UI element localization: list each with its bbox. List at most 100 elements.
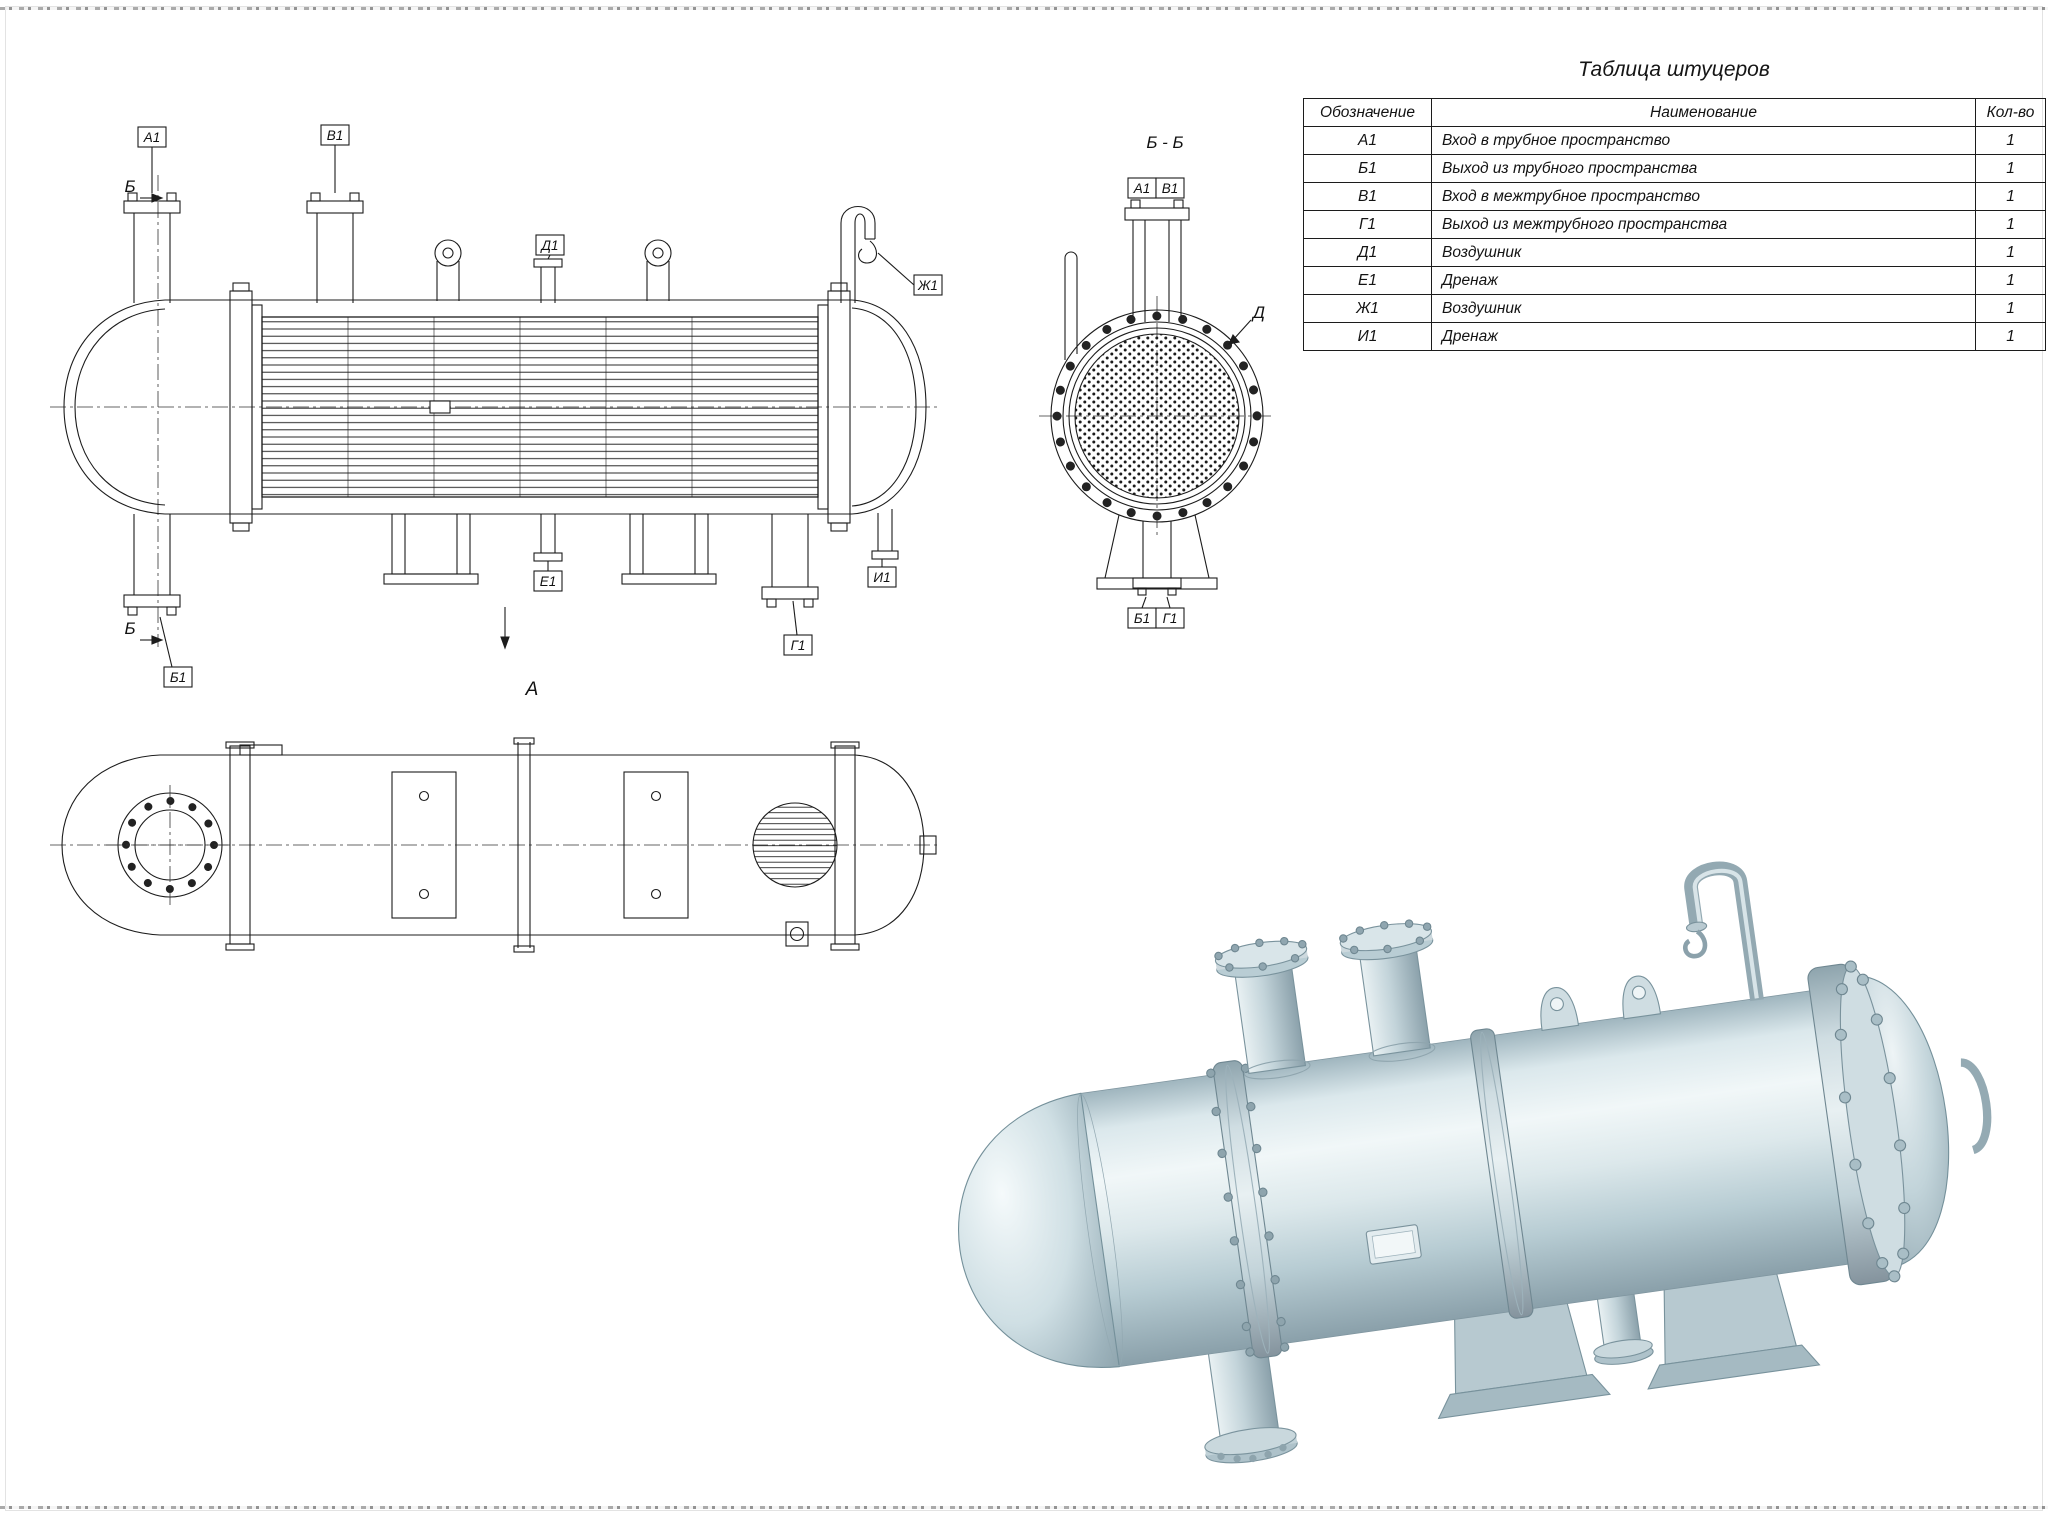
nozzle-name: Выход из межтрубного пространства	[1431, 210, 1976, 239]
callout-i1: И1	[873, 570, 890, 585]
nozzle-designation: Ж1	[1303, 294, 1432, 323]
plan-saddle-pads	[391, 771, 689, 919]
section-mark-top: Б	[124, 177, 164, 203]
nozzle-qty: 1	[1975, 210, 2046, 239]
callout-d1: Д1	[539, 238, 558, 253]
nozzle-qty: 1	[1975, 294, 2046, 323]
drain-e1: Е1	[533, 514, 563, 592]
callout-b1: Б1	[170, 670, 186, 685]
nameplate-3d	[1365, 1224, 1422, 1265]
front-flange-3d	[1206, 1060, 1290, 1359]
plan-shell-outline	[61, 744, 937, 936]
callout-b1: Б1	[1134, 611, 1150, 626]
nozzle-name: Вход в трубное пространство	[1431, 126, 1976, 155]
top-nozzle-2-3d	[1339, 919, 1436, 1062]
drain-i1: И1	[867, 509, 899, 588]
section-letter: Б	[124, 619, 135, 638]
nozzle-qty: 1	[1975, 126, 2046, 155]
callout-v1: В1	[1162, 181, 1179, 196]
top-edge-artifact	[0, 7, 2048, 10]
nozzle-designation: И1	[1303, 322, 1432, 351]
nozzle-name: Выход из трубного пространства	[1431, 154, 1976, 183]
plan-view-drawing	[50, 737, 937, 953]
col-qty: Кол-во	[1975, 98, 2046, 127]
callout-v1: В1	[327, 128, 344, 143]
nozzle-designation: Б1	[1303, 154, 1432, 183]
nozzle-qty: 1	[1975, 322, 2046, 351]
section-bottom-nozzles: Б1 Г1	[1127, 521, 1185, 629]
nozzle-name: Воздушник	[1431, 238, 1976, 267]
flange-bolts	[1052, 311, 1262, 521]
nozzle-qty: 1	[1975, 154, 2046, 183]
section-letter: Б	[124, 177, 135, 196]
rear-drain-3d	[1593, 1289, 1654, 1365]
detail-mark-d: Д	[1228, 303, 1265, 345]
nozzle-designation: Е1	[1303, 266, 1432, 295]
tube-field	[1074, 333, 1240, 499]
table-title: Таблица штуцеров	[1578, 58, 1770, 81]
callout-g1: Г1	[791, 638, 806, 653]
plan-tube-circle	[752, 802, 838, 947]
nozzle-name: Воздушник	[1431, 294, 1976, 323]
nozzle-name: Дренаж	[1431, 266, 1976, 295]
section-left-pipe	[1064, 251, 1078, 360]
col-designation: Обозначение	[1303, 98, 1432, 127]
callout-a1: А1	[143, 130, 161, 145]
render-3d	[958, 861, 1992, 1464]
nozzle-v1: В1	[306, 124, 364, 303]
vent-zh1: Ж1	[840, 206, 943, 303]
saddle-supports	[383, 513, 717, 585]
sheet-border	[5, 6, 2043, 1511]
bottom-nozzle-3d	[1204, 1340, 1298, 1464]
nozzle-b1: Б1	[123, 514, 193, 688]
callout-zh1: Ж1	[917, 278, 938, 293]
side-view-drawing: Б Б А1 В1	[50, 124, 943, 700]
shell-3d	[1080, 990, 1850, 1368]
col-name: Наименование	[1431, 98, 1976, 127]
section-title: Б - Б	[1146, 133, 1183, 152]
section-shell-circle	[1039, 296, 1275, 538]
front-head-3d	[958, 1092, 1123, 1369]
callout-e1: Е1	[540, 574, 557, 589]
plan-view-label: А	[525, 679, 539, 700]
vent-pipe-3d	[1682, 861, 1764, 1002]
tube-bundle	[251, 304, 829, 510]
plan-mid-ring	[513, 737, 535, 953]
nozzle-qty: 1	[1975, 182, 2046, 211]
nozzle-name: Вход в межтрубное пространство	[1431, 182, 1976, 211]
lifting-lugs-3d	[1540, 975, 1662, 1032]
top-nozzle-1-3d	[1214, 936, 1311, 1080]
nozzle-g1: Г1	[761, 514, 819, 656]
shell-outline	[63, 299, 927, 515]
section-support	[1096, 514, 1218, 590]
nozzle-designation: А1	[1303, 126, 1432, 155]
rear-flange-3d	[1807, 960, 1911, 1286]
nozzle-table: Таблица штуцеров Обозначение Наименовани…	[1303, 58, 2046, 351]
nozzle-designation: Г1	[1303, 210, 1432, 239]
plan-girth-flange-right	[830, 741, 860, 951]
mid-flange-3d	[1470, 1028, 1534, 1319]
plan-girth-flange-left	[225, 741, 255, 951]
section-view-drawing: Б - Б А1 В1	[1039, 133, 1275, 629]
table-header-row: Обозначение Наименование Кол-во	[1303, 98, 2046, 127]
nozzle-designation: В1	[1303, 182, 1432, 211]
section-mark-bottom: Б	[124, 619, 164, 645]
bottom-edge-artifact	[0, 1506, 2048, 1509]
lifting-lugs	[434, 239, 672, 301]
nozzle-designation: Д1	[1303, 238, 1432, 267]
nozzle-qty: 1	[1975, 238, 2046, 267]
vent-d1: Д1	[533, 234, 565, 303]
nozzle-qty: 1	[1975, 266, 2046, 295]
nozzle-a1: А1	[123, 126, 181, 303]
callout-g1: Г1	[1163, 611, 1178, 626]
